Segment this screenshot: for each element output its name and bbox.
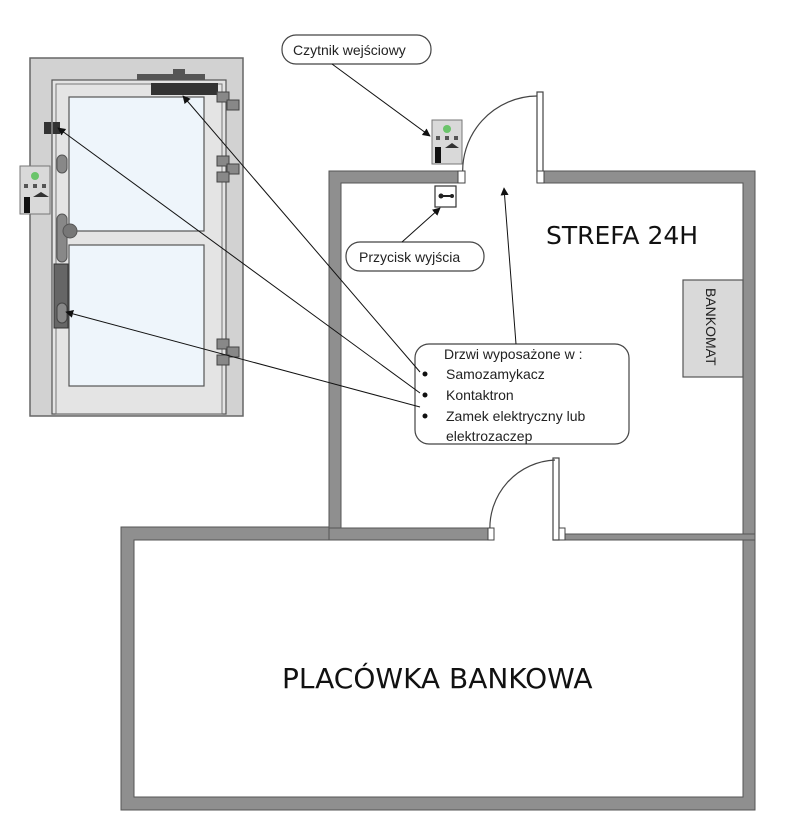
equipment-item-reed-contact: Kontaktron [446, 387, 514, 403]
door-lower-glass [68, 244, 205, 387]
callout-door-equipment: Drzwi wyposażone w : Samozamykacz Kontak… [57, 95, 630, 445]
leader-reed-contact [57, 127, 421, 394]
leader-electric-lock [65, 310, 421, 408]
bank-branch-label: PLACÓWKA BANKOWA [282, 661, 592, 695]
entry-card-reader-icon [431, 119, 463, 165]
door-closer-bracket [173, 69, 185, 75]
leader-door-closer [182, 95, 421, 373]
door-upper-glass [68, 96, 205, 232]
callout-exit-button: Przycisk wyjścia [345, 207, 485, 272]
exit-button-label: Przycisk wyjścia [359, 249, 460, 265]
inner-door [487, 457, 566, 541]
equipment-item-electric-lock: Zamek elektryczny lub [446, 408, 585, 424]
atm-box: BANKOMAT [682, 279, 744, 378]
leader-entry-door [500, 187, 517, 345]
entry-door [457, 91, 545, 184]
exit-button-icon [434, 185, 457, 208]
door-closer-arm [137, 74, 205, 80]
door-inner-edge [55, 83, 223, 415]
hinge-middle [216, 155, 240, 183]
callout-entry-reader: Czytnik wejściowy [281, 34, 432, 137]
equipment-item-door-closer: Samozamykacz [446, 366, 545, 382]
door-handle-plate [56, 213, 68, 263]
atm-label: BANKOMAT [703, 288, 719, 366]
card-reader-icon-door [19, 165, 51, 215]
equipment-item-electric-strike: elektrozaczep [446, 428, 533, 444]
hinge-top [216, 91, 240, 111]
door-knob-escutcheon [56, 154, 68, 174]
door-closer-body [151, 83, 218, 95]
zone-24h-label: STREFA 24H [546, 221, 698, 250]
door-elevation [19, 57, 244, 417]
door-handle-icon [62, 223, 78, 239]
entry-reader-label: Czytnik wejściowy [293, 42, 406, 58]
door-equipment-heading: Drzwi wyposażone w : [444, 346, 583, 362]
